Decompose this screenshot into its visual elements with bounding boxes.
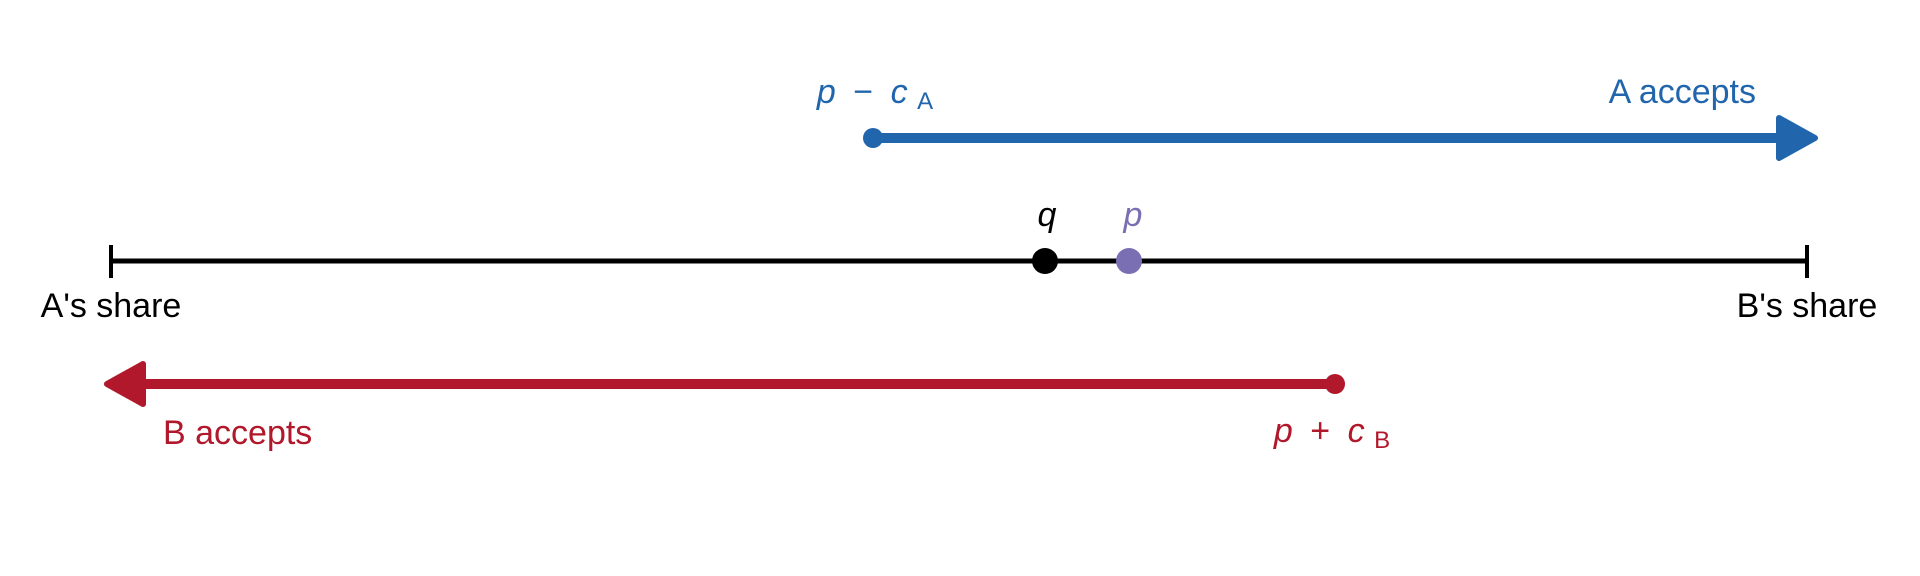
b-subscript: B (1374, 427, 1390, 454)
a-accepts-arrow (863, 115, 1818, 161)
p-label: p (1123, 196, 1143, 234)
b-start-point (1325, 374, 1345, 394)
c-symbol: c (1348, 412, 1365, 450)
p-minus-ca-label: p − c A (816, 73, 933, 115)
c-symbol: c (891, 73, 908, 111)
minus-symbol: − (853, 73, 873, 111)
p-symbol: p (816, 73, 836, 111)
p-plus-cb-label: p + c B (1273, 412, 1390, 454)
b-accepts-label: B accepts (163, 414, 312, 452)
a-start-point (863, 128, 883, 148)
a-subscript: A (917, 88, 933, 115)
b-share-label: B's share (1737, 287, 1878, 325)
arrow-right-icon (1776, 115, 1818, 161)
arrow-left-icon (104, 361, 146, 407)
a-share-label: A's share (41, 287, 182, 325)
b-accepts-arrow (104, 361, 1345, 407)
p-point (1116, 248, 1142, 274)
plus-symbol: + (1310, 412, 1330, 450)
a-accepts-label: A accepts (1609, 73, 1756, 111)
q-label: q (1038, 196, 1057, 234)
p-symbol: p (1273, 412, 1293, 450)
q-point (1032, 248, 1058, 274)
